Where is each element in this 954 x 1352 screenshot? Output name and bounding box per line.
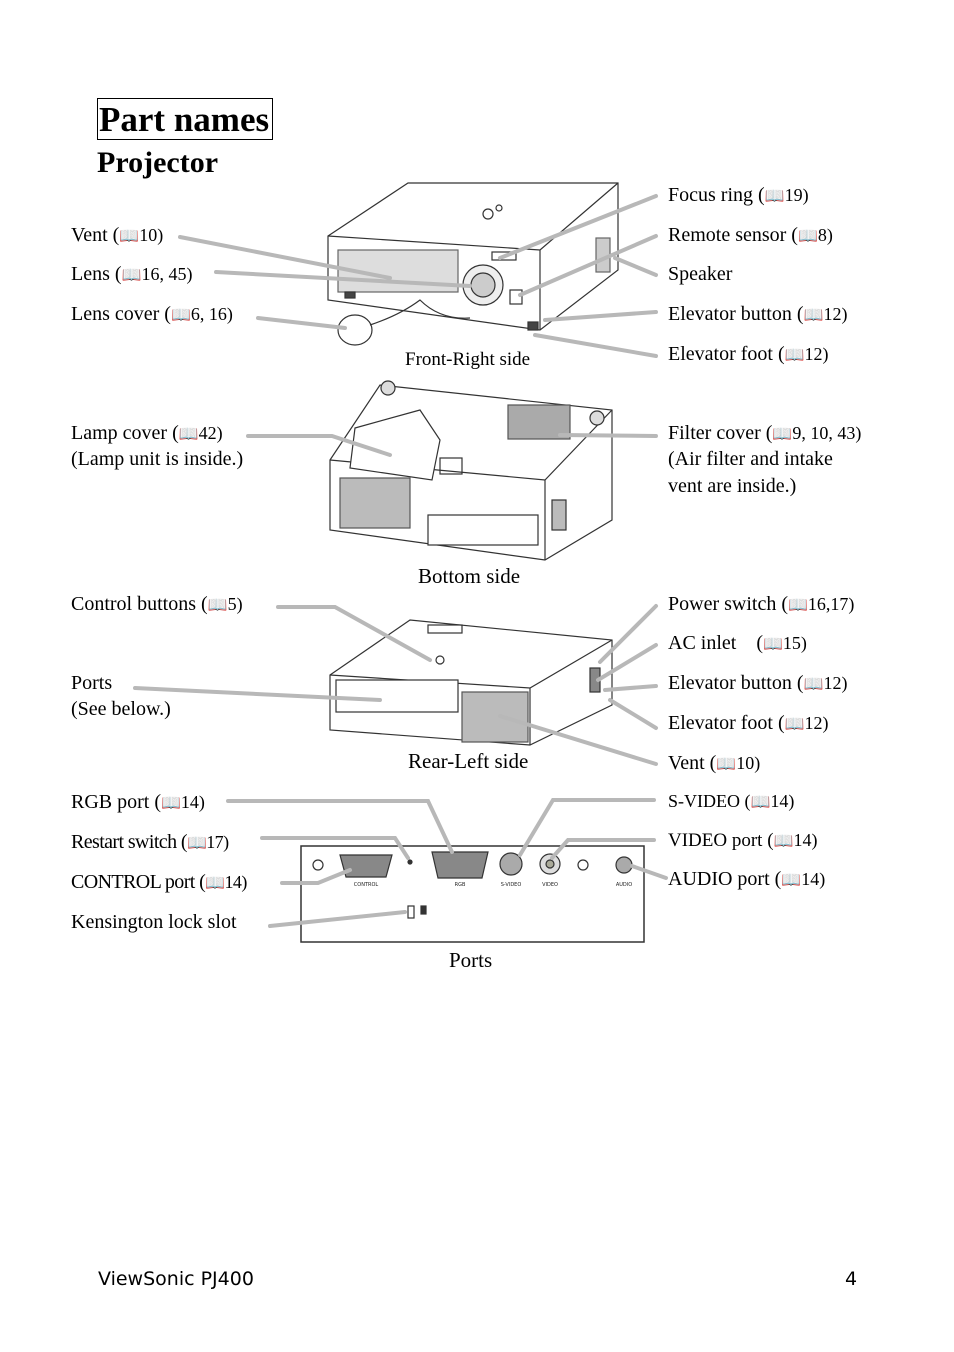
book-icon: 📖: [797, 228, 818, 245]
label-restart-switch: Restart switch (📖17): [71, 831, 229, 853]
panel-label-rgb: RGB: [455, 882, 466, 888]
label-lamp-cover: Lamp cover (📖42): [71, 422, 223, 444]
book-icon: 📖: [773, 833, 794, 850]
label-s-video: S-VIDEO (📖14): [668, 791, 795, 811]
label-ports-note: (See below.): [71, 698, 171, 720]
book-icon: 📖: [781, 872, 802, 889]
caption-rear-left: Rear-Left side: [408, 749, 529, 773]
label-elevator-button-rear: Elevator button (📖12): [668, 672, 848, 694]
label-lens: Lens (📖16, 45): [71, 263, 193, 285]
book-icon: 📖: [784, 347, 805, 364]
book-icon: 📖: [161, 795, 181, 812]
label-ac-inlet: AC inlet (📖15): [668, 632, 807, 654]
book-icon: 📖: [186, 835, 207, 852]
label-focus-ring: Focus ring (📖19): [668, 184, 809, 206]
section-title: Projector: [97, 146, 219, 179]
panel-label-svideo: S-VIDEO: [501, 882, 522, 888]
book-icon: 📖: [803, 307, 824, 324]
book-icon: 📖: [170, 307, 191, 324]
page-number: 4: [845, 1268, 858, 1290]
label-elevator-foot-front: Elevator foot (📖12): [668, 343, 829, 365]
book-icon: 📖: [784, 716, 805, 733]
book-icon: 📖: [716, 756, 737, 773]
ports-panel-drawing: [300, 845, 645, 943]
leader-lines: [133, 194, 668, 928]
projector-front-drawing: [327, 182, 619, 346]
label-filter-cover: Filter cover (📖9, 10, 43): [668, 422, 862, 444]
book-icon: 📖: [763, 636, 783, 653]
label-elevator-button-front: Elevator button (📖12): [668, 303, 848, 325]
panel-label-audio: AUDIO: [616, 882, 632, 888]
label-vent-rear: Vent (📖10): [668, 752, 761, 774]
label-filter-note-1: (Air filter and intake: [668, 448, 833, 470]
caption-bottom: Bottom side: [418, 564, 521, 588]
panel-label-video: VIDEO: [542, 882, 558, 888]
label-filter-note-2: vent are inside.): [668, 475, 797, 497]
book-icon: 📖: [787, 597, 808, 614]
label-power-switch: Power switch (📖16,17): [668, 593, 855, 615]
footer-product: ViewSonic PJ400: [98, 1268, 254, 1290]
caption-ports: Ports: [449, 948, 493, 972]
book-icon: 📖: [121, 267, 142, 284]
book-icon: 📖: [205, 875, 225, 892]
label-rgb-port: RGB port (📖14): [71, 791, 205, 813]
caption-front-right: Front-Right side: [405, 349, 531, 370]
label-audio-port: AUDIO port (📖14): [668, 868, 826, 890]
book-icon: 📖: [178, 426, 199, 443]
label-ports: Ports: [71, 672, 113, 694]
label-control-buttons: Control buttons (📖5): [71, 593, 243, 615]
label-lens-cover: Lens cover (📖6, 16): [71, 303, 233, 325]
page-title: Part names: [97, 98, 273, 140]
book-icon: 📖: [803, 676, 824, 693]
label-elevator-foot-rear: Elevator foot (📖12): [668, 712, 829, 734]
panel-label-control: CONTROL: [354, 882, 379, 888]
label-speaker: Speaker: [668, 263, 733, 285]
label-kensington-lock-slot: Kensington lock slot: [71, 911, 237, 933]
book-icon: 📖: [207, 597, 228, 614]
projector-rear-drawing: [329, 619, 613, 746]
book-icon: 📖: [750, 794, 771, 811]
book-icon: 📖: [119, 228, 140, 245]
label-vent-front: Vent (📖10): [71, 224, 164, 246]
label-control-port: CONTROL port (📖14): [71, 871, 247, 893]
projector-bottom-drawing: [329, 380, 613, 561]
label-lamp-cover-note: (Lamp unit is inside.): [71, 448, 244, 470]
book-icon: 📖: [772, 426, 793, 443]
label-video-port: VIDEO port (📖14): [668, 830, 818, 851]
label-remote-sensor: Remote sensor (📖8): [668, 224, 833, 246]
book-icon: 📖: [764, 188, 785, 205]
